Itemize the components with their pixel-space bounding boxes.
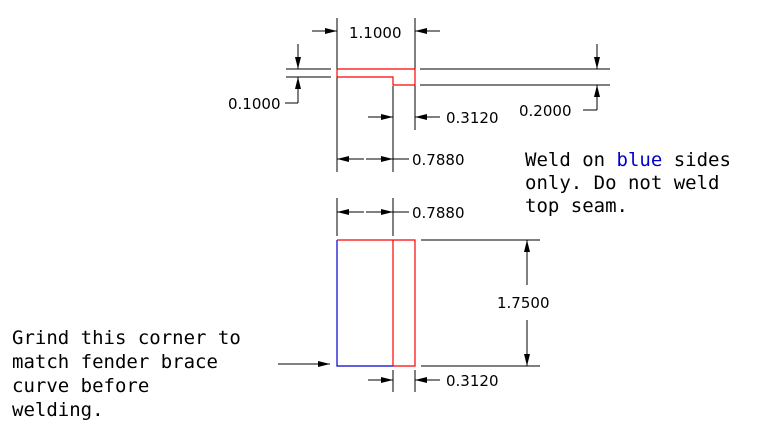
front-view	[278, 198, 540, 392]
dim-top-thickness: 0.1000	[228, 95, 281, 113]
weld-note-line2: only. Do not weld	[525, 172, 719, 194]
front-part-red-outline	[337, 239, 416, 367]
dim-top-overall-height: 0.2000	[519, 102, 572, 120]
grind-note-line4: welding.	[12, 399, 104, 421]
dim-front-width: 0.7880	[412, 204, 465, 222]
dim-top-width: 1.1000	[349, 24, 402, 42]
front-part	[336, 239, 416, 367]
front-part-weld-sides	[336, 240, 393, 367]
weld-note-line1: Weld on blue sides	[525, 149, 731, 171]
top-view	[285, 18, 610, 172]
dim-top-body-width: 0.7880	[412, 151, 465, 169]
dim-top-step: 0.3120	[446, 109, 499, 127]
weld-note-highlight: blue	[617, 149, 663, 171]
grind-note-line3: curve before	[12, 375, 149, 397]
weld-note-post: sides	[662, 149, 731, 171]
top-part-profile	[336, 68, 416, 86]
grind-note-line2: match fender brace	[12, 351, 218, 373]
weld-note-line3: top seam.	[525, 195, 628, 217]
dim-front-step: 0.3120	[446, 372, 499, 390]
grind-note-line1: Grind this corner to	[12, 327, 241, 349]
dim-front-height: 1.7500	[497, 294, 550, 312]
weld-note-pre: Weld on	[525, 149, 617, 171]
